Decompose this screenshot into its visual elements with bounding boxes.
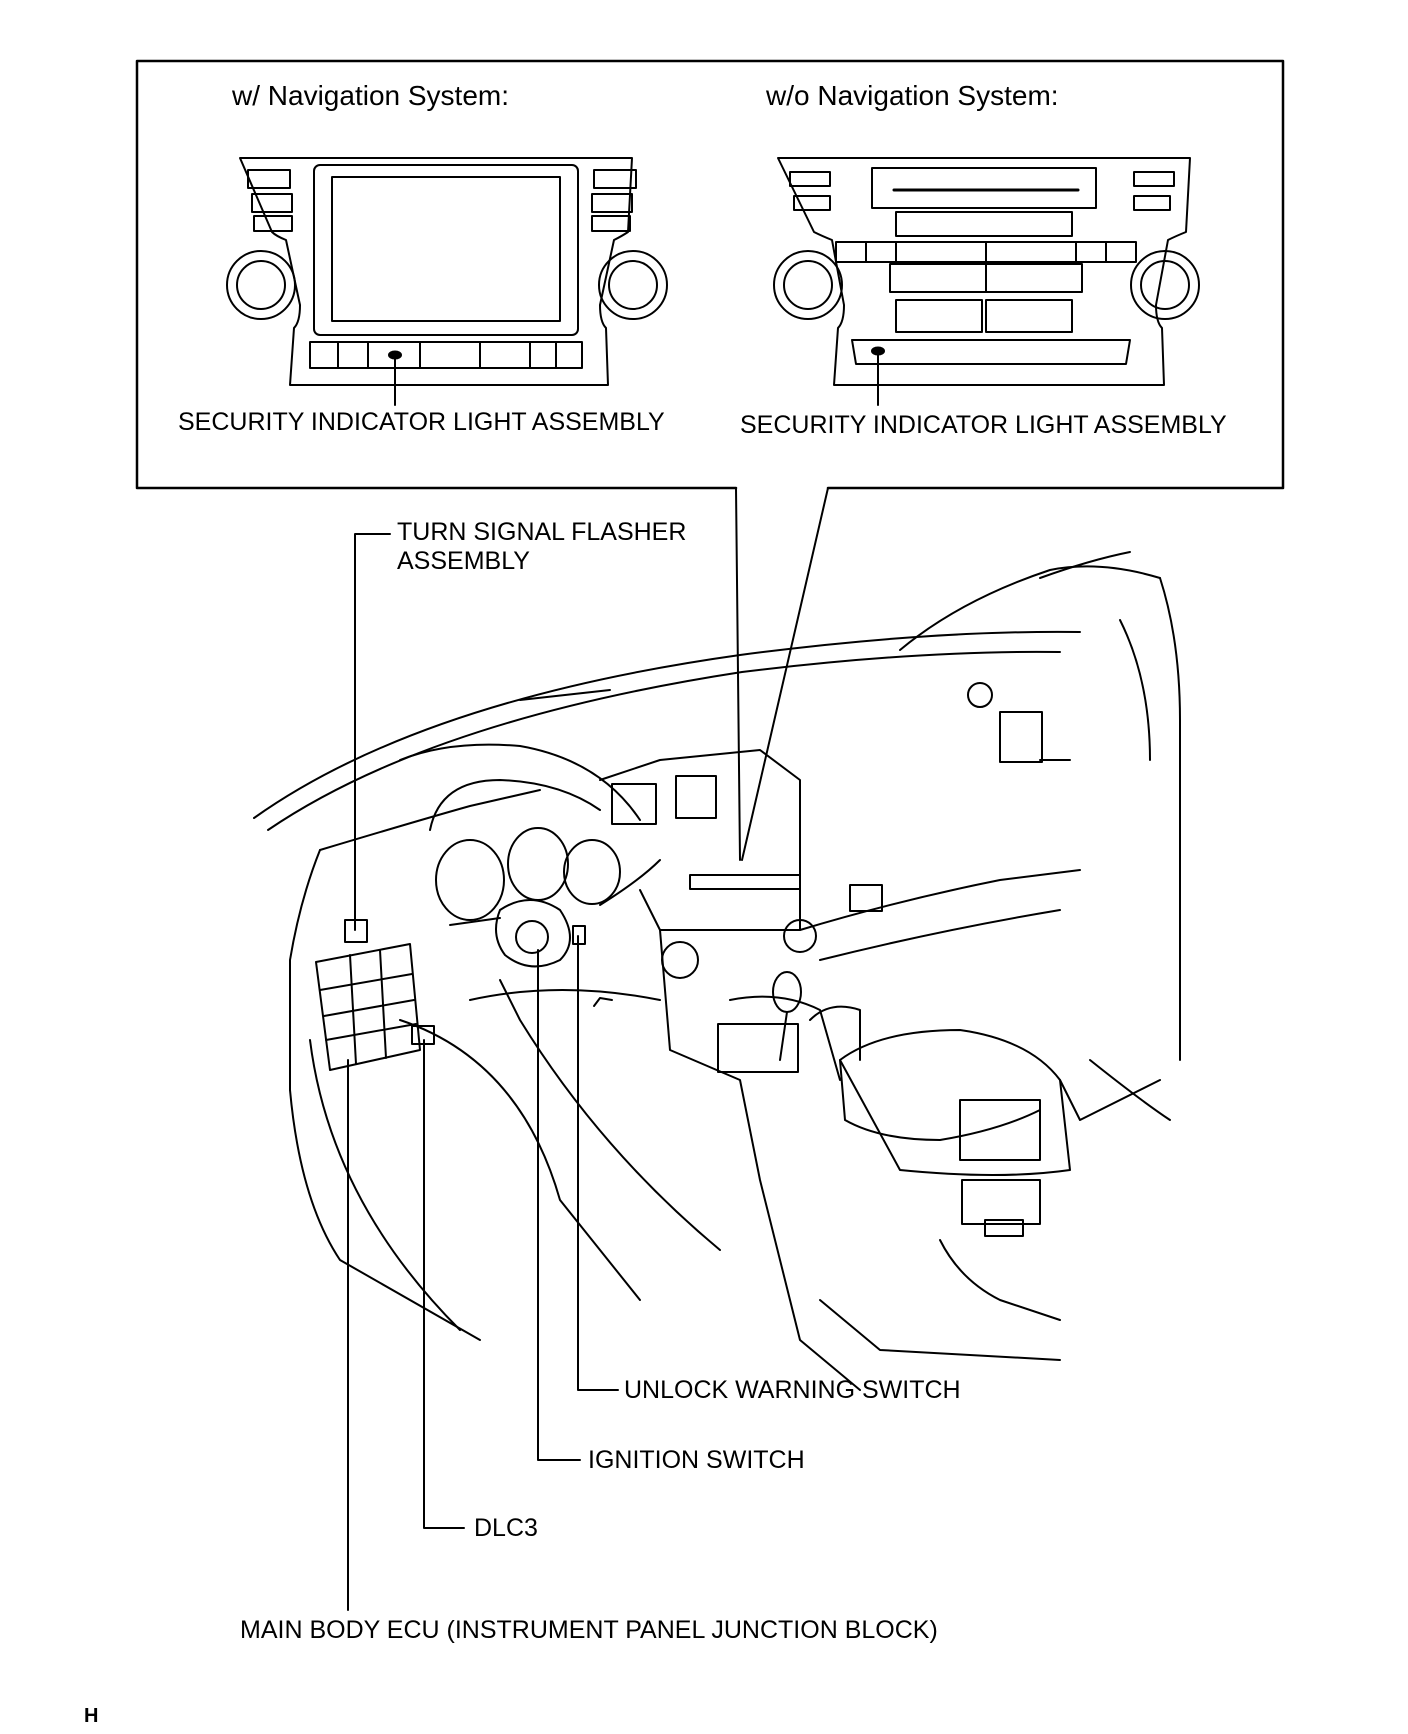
inset-leader-right	[741, 487, 829, 861]
without-nav-heading: w/o Navigation System:	[766, 80, 1059, 111]
center-vent-right	[675, 775, 717, 819]
gauge-right	[563, 839, 621, 905]
dash-indicator-strip	[689, 874, 801, 890]
gauge-center	[507, 827, 569, 901]
gauge-left	[435, 839, 505, 921]
leader-dlc3	[423, 1039, 465, 1529]
without-nav-security-label: SECURITY INDICATOR LIGHT ASSEMBLY	[740, 411, 1227, 439]
right-knob	[598, 250, 668, 320]
tune-knob	[1130, 250, 1200, 320]
nav-screen	[313, 164, 579, 336]
main-body-ecu-label: MAIN BODY ECU (INSTRUMENT PANEL JUNCTION…	[240, 1616, 938, 1644]
inset-frame	[135, 59, 1285, 490]
glove-box-latch	[849, 884, 883, 912]
ignition-switch	[515, 920, 549, 954]
corner-mark: H	[84, 1705, 99, 1727]
turn-signal-label: TURN SIGNAL FLASHER	[397, 518, 687, 546]
dashboard-outline	[253, 551, 1181, 1391]
unlock-warning-label: UNLOCK WARNING SWITCH	[624, 1376, 961, 1404]
inset-leader-left	[735, 487, 741, 861]
center-vent-left	[611, 783, 657, 825]
rear-console-vent	[959, 1099, 1041, 1161]
volume-knob	[773, 250, 843, 320]
security-indicator-light-nav	[388, 350, 402, 360]
shift-knob	[772, 971, 802, 1013]
ignition-label: IGNITION SWITCH	[588, 1446, 805, 1474]
audio-head-unit	[773, 157, 1200, 406]
leader-turn-signal	[354, 533, 391, 931]
left-knob	[226, 250, 296, 320]
turn-signal-label-line2: ASSEMBLY	[397, 547, 530, 575]
with-nav-heading: w/ Navigation System:	[232, 80, 509, 111]
leader-ignition	[537, 949, 581, 1461]
passenger-vent	[999, 711, 1043, 763]
leader-unlock-warning	[577, 935, 619, 1391]
with-nav-security-label: SECURITY INDICATOR LIGHT ASSEMBLY	[178, 408, 665, 436]
main-body-ecu	[315, 919, 435, 1071]
dlc3-label: DLC3	[474, 1514, 538, 1542]
security-indicator-light-audio	[871, 346, 885, 356]
nav-head-unit	[226, 157, 668, 406]
